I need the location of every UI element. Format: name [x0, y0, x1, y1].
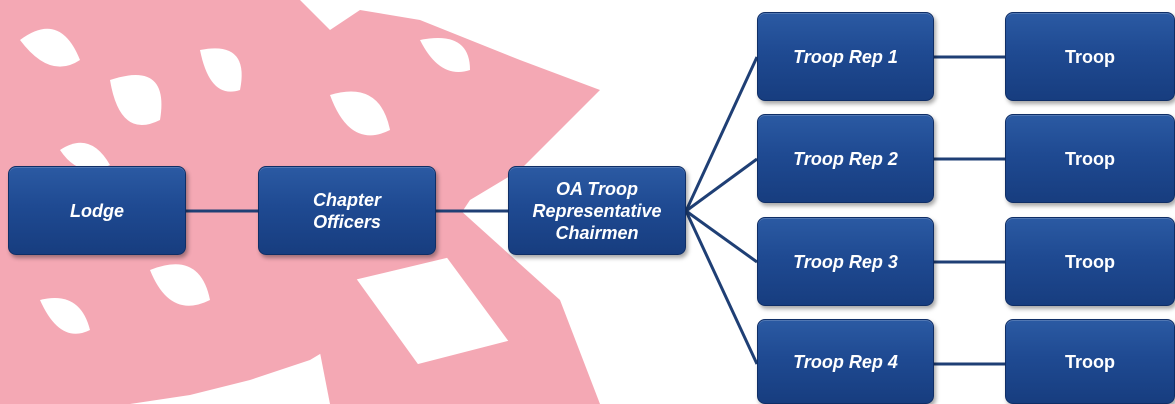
node-oa-troop-rep-chairmen-label: OA Troop Representative Chairmen: [532, 178, 662, 243]
node-troop-rep-3-label: Troop Rep 3: [793, 251, 898, 272]
node-chapter-officers: Chapter Officers: [258, 166, 436, 255]
node-troop-1: Troop: [1005, 12, 1175, 101]
node-troop-rep-1: Troop Rep 1: [757, 12, 934, 101]
node-troop-rep-4: Troop Rep 4: [757, 319, 934, 404]
node-troop-2-label: Troop: [1065, 148, 1115, 169]
node-chapter-officers-label: Chapter Officers: [312, 189, 381, 232]
node-troop-3-label: Troop: [1065, 251, 1115, 272]
node-troop-3: Troop: [1005, 217, 1175, 306]
node-troop-4-label: Troop: [1065, 351, 1115, 372]
node-troop-2: Troop: [1005, 114, 1175, 203]
connector-oa-rep3: [685, 209, 758, 264]
connector-oa-rep4: [684, 210, 759, 365]
node-troop-rep-4-label: Troop Rep 4: [793, 351, 898, 372]
connector-oa-rep2: [685, 157, 758, 213]
node-lodge: Lodge: [8, 166, 186, 255]
node-oa-troop-rep-chairmen: OA Troop Representative Chairmen: [508, 166, 686, 255]
node-lodge-label: Lodge: [70, 200, 124, 221]
node-troop-rep-3: Troop Rep 3: [757, 217, 934, 306]
node-troop-rep-2-label: Troop Rep 2: [793, 148, 898, 169]
node-troop-4: Troop: [1005, 319, 1175, 404]
node-troop-1-label: Troop: [1065, 46, 1115, 67]
connector-oa-rep1: [684, 56, 759, 212]
node-troop-rep-2: Troop Rep 2: [757, 114, 934, 203]
node-troop-rep-1-label: Troop Rep 1: [793, 46, 898, 67]
